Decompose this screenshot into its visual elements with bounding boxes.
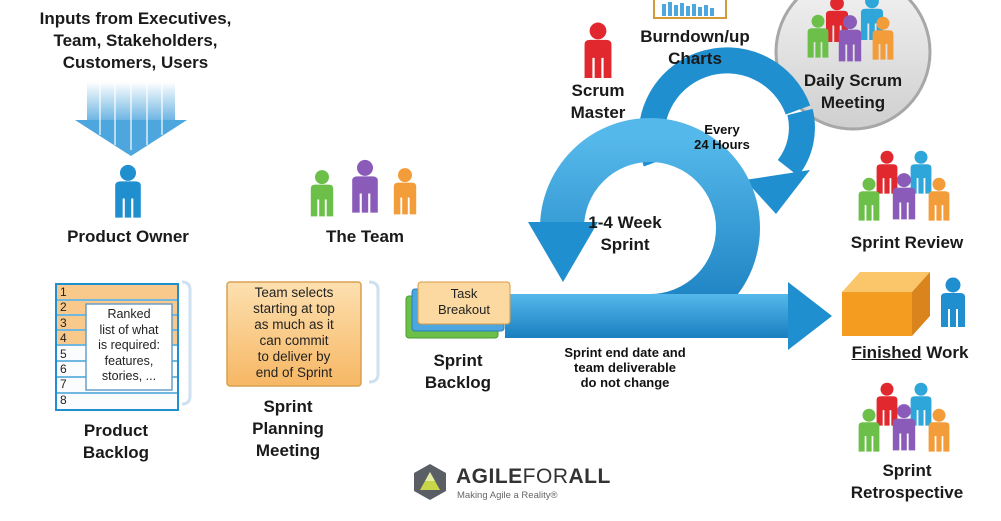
burndown-chart-icon: [653, 0, 727, 19]
scrum-master-person-icon: [584, 22, 612, 78]
daily-scrum-circle: [774, 0, 932, 131]
finished-work-label: Finished Work: [851, 343, 969, 362]
inputs-label: Inputs from Executives,Team, Stakeholder…: [39, 9, 232, 72]
finished-work-box-icon: [842, 272, 930, 336]
sprint-loop-arrow-icon: [505, 118, 832, 350]
sprint-backlog-cards: [405, 281, 511, 339]
logo-hexagon-icon: [414, 464, 446, 500]
logo-brand-agile: AGILE: [456, 465, 523, 488]
inputs-arrow-icon: [75, 82, 187, 156]
the-team-label: The Team: [325, 227, 405, 246]
logo-brand-for: FOR: [522, 465, 569, 488]
sprint-review-people-icon: [858, 150, 950, 221]
finished-work-person-icon: [941, 277, 965, 327]
product-backlog-stack: [55, 280, 192, 411]
sprint-planning-card: [226, 280, 380, 387]
product-owner-label: Product Owner: [67, 227, 189, 246]
sprint-review-label: Sprint Review: [850, 233, 964, 252]
logo-tagline: Making Agile a Reality®: [457, 490, 558, 501]
logo-brand-all: ALL: [568, 465, 611, 488]
sprint-retro-people-icon: [858, 382, 950, 452]
product-owner-person-icon: [115, 164, 141, 218]
agile-for-all-logo: AGILEFORALL Making Agile a Reality®: [384, 446, 630, 516]
team-people-icon: [310, 159, 417, 217]
